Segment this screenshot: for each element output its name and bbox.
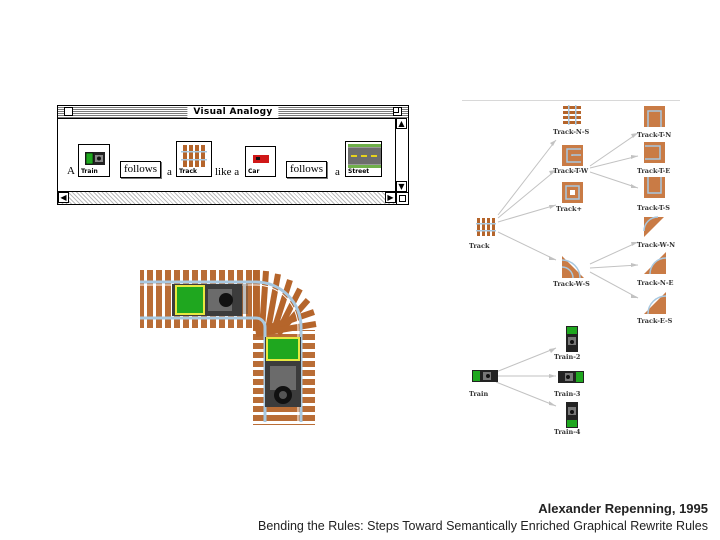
node-track[interactable] — [476, 217, 496, 237]
label-track-t-w: Track-T-W — [553, 167, 589, 175]
label-track: Track — [469, 242, 490, 250]
node-train-3[interactable] — [558, 371, 584, 383]
rewrite-rule-graph — [472, 105, 667, 428]
node-train[interactable] — [472, 370, 498, 382]
bending-track-illustration — [140, 270, 317, 425]
analogy-word-a3: a — [335, 166, 340, 178]
window-titlebar[interactable]: Visual Analogy — [58, 106, 408, 119]
node-track-n-s[interactable] — [563, 105, 581, 125]
analogy-word-a2: a — [167, 166, 172, 178]
car-icon-label: Car — [248, 168, 260, 175]
label-train-2: Train-2 — [554, 353, 581, 361]
label-track-w-s: Track-W-S — [553, 280, 590, 288]
node-track-t-w[interactable] — [562, 145, 583, 166]
track-agent-icon[interactable]: Track — [176, 141, 212, 177]
analogy-word-a: A — [67, 165, 75, 177]
node-track-w-n[interactable] — [643, 216, 664, 237]
graph-edges — [495, 132, 639, 407]
label-train-4: Train-4 — [554, 428, 581, 436]
car-icon — [253, 155, 269, 163]
node-train-4[interactable] — [566, 402, 578, 428]
label-track-t-e: Track-T-E — [637, 167, 671, 175]
horizontal-scrollbar[interactable]: ◀ ▶ — [58, 191, 396, 204]
scroll-left-arrow-icon[interactable]: ◀ — [58, 192, 69, 203]
label-train: Train — [469, 390, 489, 398]
track-icon-label: Track — [179, 168, 197, 175]
node-track-n-e[interactable] — [644, 252, 667, 275]
node-track-e-s[interactable] — [644, 292, 667, 315]
node-track-t-e[interactable] — [644, 142, 665, 163]
scroll-right-arrow-icon[interactable]: ▶ — [385, 192, 396, 203]
track-icon — [181, 145, 207, 167]
street-agent-icon[interactable]: Street — [345, 141, 382, 177]
scroll-down-arrow-icon[interactable]: ▼ — [396, 181, 407, 192]
vertical-scrollbar[interactable]: ▲ ▼ — [395, 118, 408, 192]
train-icon-label: Train — [81, 168, 98, 175]
label-train-3: Train-3 — [554, 390, 581, 398]
train-agent-icon[interactable]: Train — [78, 144, 110, 177]
street-icon-label: Street — [348, 168, 370, 175]
node-track-plus[interactable] — [562, 182, 583, 203]
car-agent-icon[interactable]: Car — [245, 146, 276, 177]
follows-button-2[interactable]: follows — [286, 161, 327, 178]
train-vertical — [265, 337, 301, 407]
analogy-like-a: like a — [215, 166, 240, 178]
label-track-w-n: Track-W-N — [637, 241, 676, 249]
grow-box[interactable] — [396, 192, 408, 204]
follows-button-1[interactable]: follows — [120, 161, 161, 178]
close-box[interactable] — [64, 107, 73, 116]
caption-author: Alexander Repenning, 1995 — [538, 501, 708, 516]
label-track-t-s: Track-T-S — [637, 204, 670, 212]
label-track-t-n: Track-T-N — [637, 131, 672, 139]
street-icon — [348, 144, 381, 168]
zoom-box[interactable] — [393, 107, 402, 116]
node-train-2[interactable] — [566, 326, 578, 352]
label-track-n-e: Track-N-E — [637, 279, 674, 287]
window-title: Visual Analogy — [187, 106, 279, 118]
label-track-e-s: Track-E-S — [637, 317, 673, 325]
visual-analogy-window: Visual Analogy ▲ ▼ ◀ ▶ A Train follows a — [57, 105, 409, 205]
graph-arrowheads — [549, 133, 638, 406]
caption-paper-title: Bending the Rules: Steps Toward Semantic… — [258, 519, 708, 533]
node-track-t-s[interactable] — [644, 177, 665, 198]
node-track-w-s[interactable] — [561, 256, 584, 279]
node-track-t-n[interactable] — [644, 106, 665, 127]
label-track-plus: Track+ — [556, 205, 582, 213]
train-horizontal — [172, 284, 242, 316]
graph-top-rule — [462, 100, 680, 101]
train-icon — [85, 152, 105, 165]
rails — [140, 280, 303, 422]
scroll-up-arrow-icon[interactable]: ▲ — [396, 118, 407, 129]
label-track-n-s: Track-N-S — [553, 128, 590, 136]
